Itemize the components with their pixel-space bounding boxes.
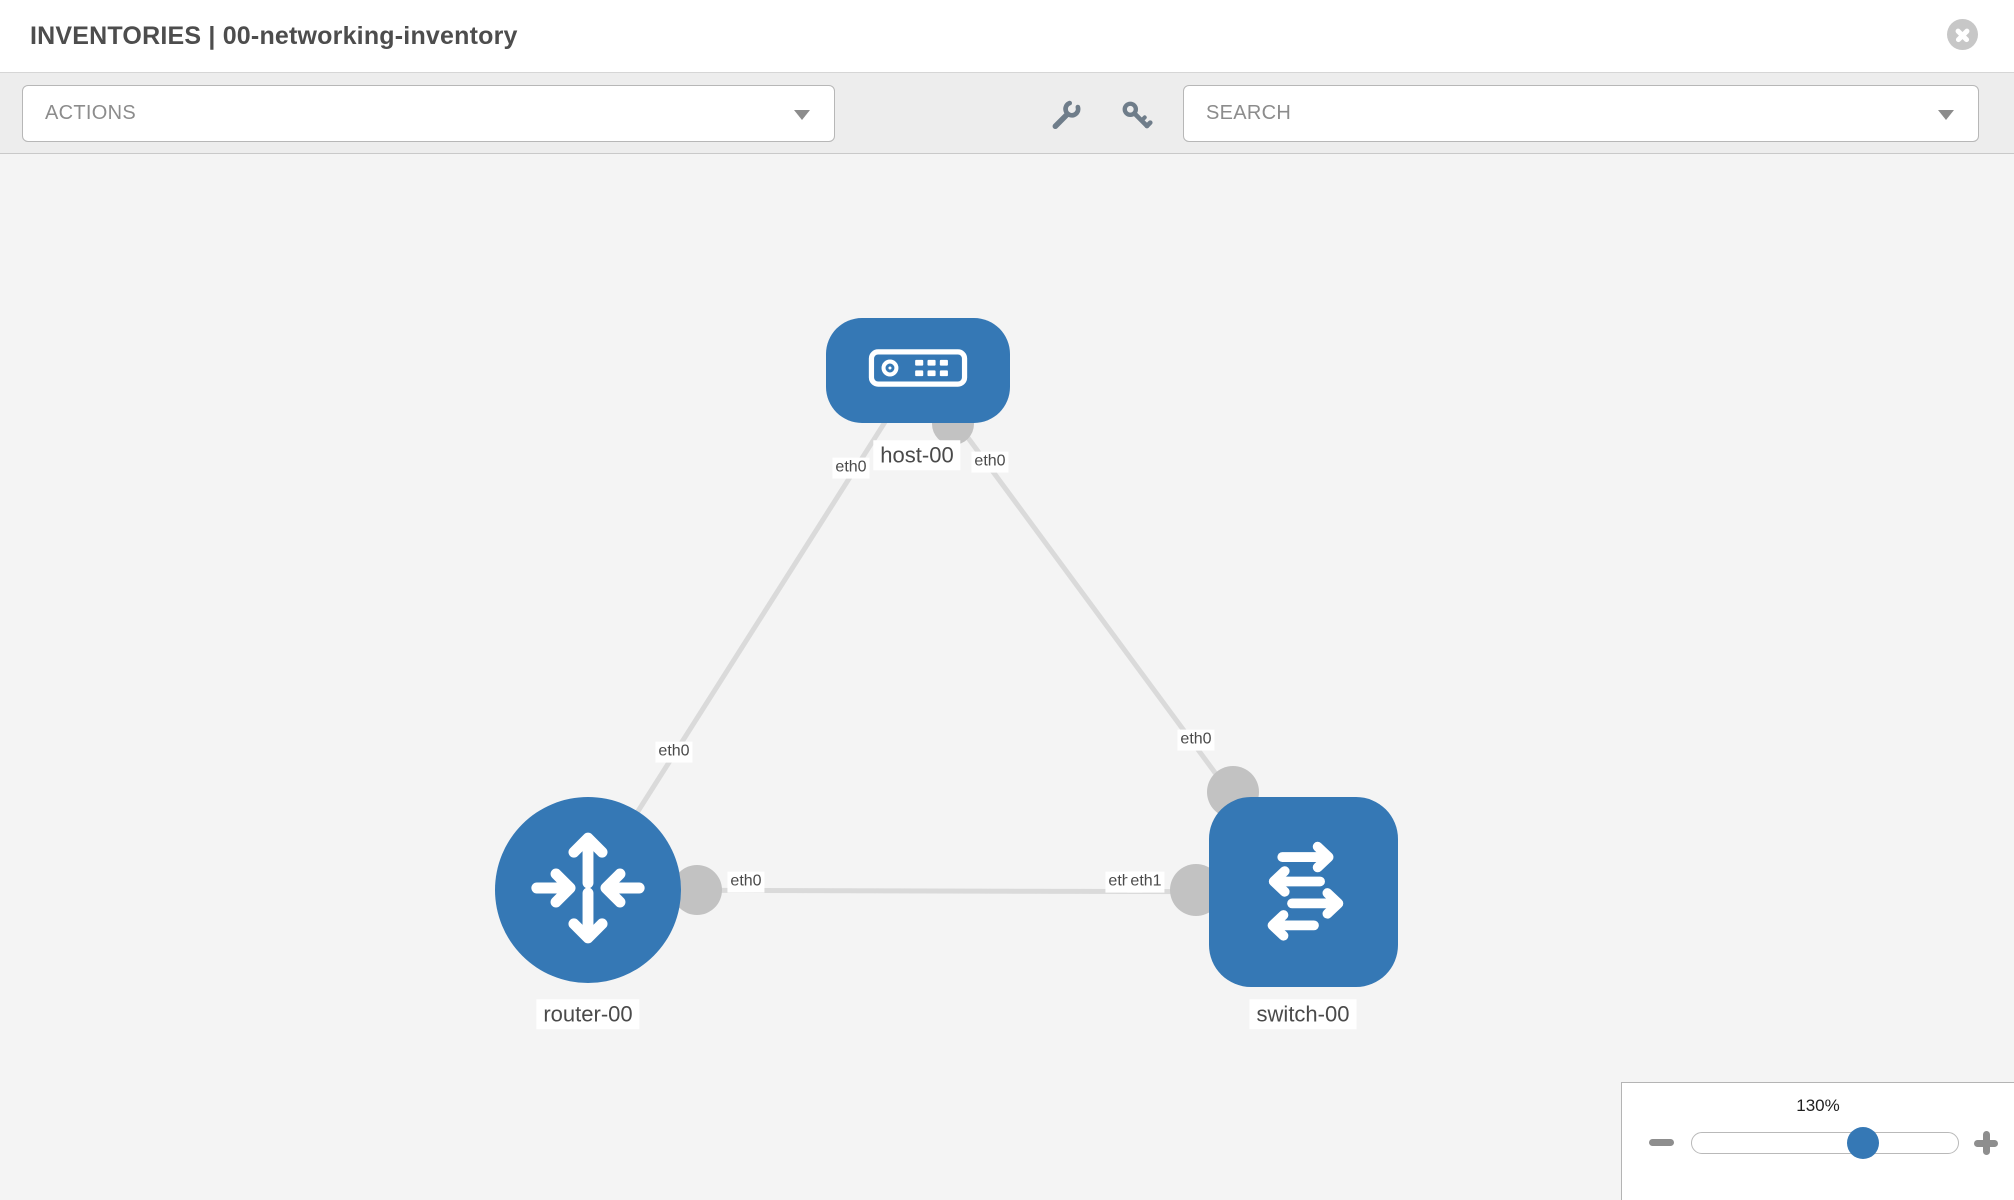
search-dropdown[interactable]: SEARCH bbox=[1183, 85, 1979, 142]
plus-bar bbox=[1982, 1131, 1990, 1155]
router-icon bbox=[524, 824, 652, 957]
plus-icon[interactable] bbox=[1974, 1131, 1998, 1155]
node-label-host-00: host-00 bbox=[873, 440, 961, 470]
page-title: INVENTORIES | 00-networking-inventory bbox=[30, 22, 518, 50]
key-icon[interactable] bbox=[1118, 97, 1154, 133]
minus-icon[interactable] bbox=[1649, 1139, 1674, 1146]
interface-label-eth0: eth0 bbox=[1177, 729, 1215, 751]
toolbar: ACTIONS SEARCH bbox=[0, 73, 2014, 154]
zoom-control-panel: 130% bbox=[1621, 1082, 2014, 1200]
close-icon[interactable] bbox=[1947, 19, 1978, 50]
node-label-router-00: router-00 bbox=[536, 999, 640, 1029]
actions-dropdown-label: ACTIONS bbox=[45, 102, 136, 124]
node-host-00[interactable] bbox=[826, 317, 1010, 423]
interface-label-eth1: eth1 bbox=[1127, 871, 1165, 893]
node-switch-00[interactable] bbox=[1208, 797, 1398, 987]
header: INVENTORIES | 00-networking-inventory bbox=[0, 0, 2014, 73]
interface-label-eth0: eth0 bbox=[832, 457, 870, 479]
actions-dropdown[interactable]: ACTIONS bbox=[22, 85, 835, 142]
interface-label-eth0: eth0 bbox=[727, 871, 765, 893]
zoom-slider-track[interactable] bbox=[1691, 1132, 1959, 1154]
wrench-icon[interactable] bbox=[1048, 97, 1084, 133]
zoom-slider-handle[interactable] bbox=[1846, 1127, 1879, 1159]
chevron-down-icon bbox=[794, 110, 810, 120]
zoom-percent-value: 130% bbox=[1796, 1096, 1840, 1115]
interface-label-eth0: eth0 bbox=[655, 741, 693, 763]
node-label-switch-00: switch-00 bbox=[1249, 999, 1357, 1029]
chevron-down-icon bbox=[1938, 110, 1954, 120]
link-host-00-router-00 bbox=[585, 368, 921, 892]
interface-label-eth0: eth0 bbox=[971, 451, 1009, 473]
search-dropdown-label: SEARCH bbox=[1206, 102, 1292, 124]
switch-icon bbox=[1242, 829, 1364, 956]
host-icon bbox=[868, 348, 968, 392]
interface-port-dot bbox=[672, 865, 722, 915]
node-router-00[interactable] bbox=[495, 797, 681, 983]
